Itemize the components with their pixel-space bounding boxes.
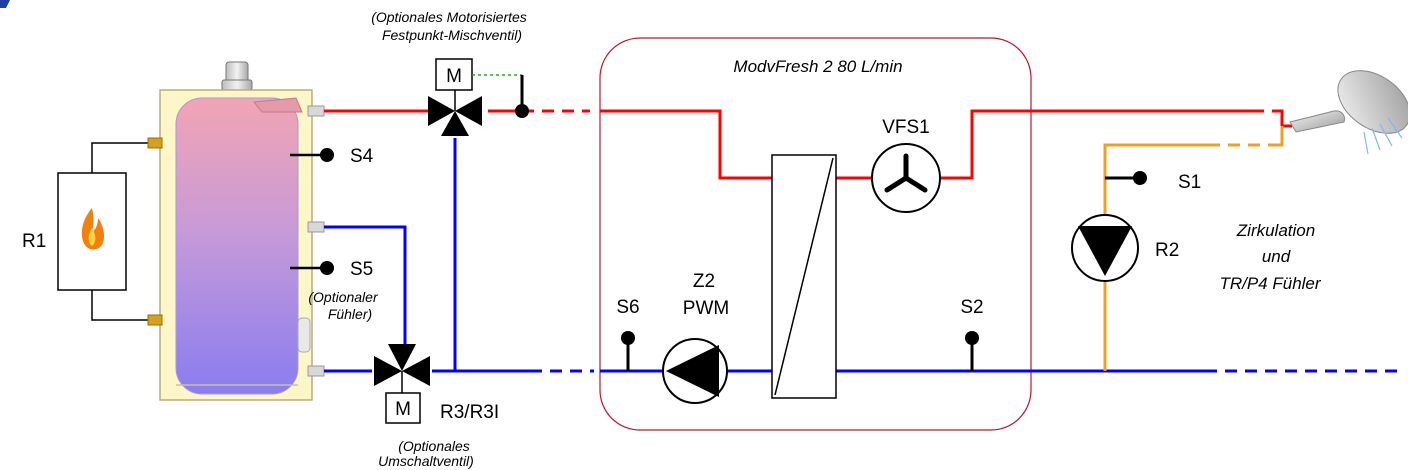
s5-label: S5: [350, 259, 373, 280]
pump-icon: [662, 338, 728, 404]
sensor-s5: [290, 261, 334, 275]
circulation-pipe: [1103, 126, 1284, 371]
mixing-valve-note-2: Festpunkt-Mischventil): [382, 27, 522, 43]
motor-bottom-box: [385, 392, 421, 424]
s2-label: S2: [960, 297, 983, 318]
switch-valve-note-2: Umschaltventil): [378, 453, 474, 469]
motor-top-box: [435, 58, 473, 91]
corner-mark: [0, 0, 10, 8]
motor-top-label: M: [446, 66, 462, 87]
sensor-s4: [290, 148, 334, 162]
mixing-valve-note-1: (Optionales Motorisiertes: [371, 9, 527, 25]
sensor-s2: [965, 331, 979, 371]
r3-label: R3/R3I: [440, 402, 499, 423]
circulation-note-2: und: [1262, 247, 1291, 266]
heat-source: [57, 142, 160, 321]
circulation-note-3: TR/P4 Fühler: [1219, 274, 1321, 293]
cold-return-pipe: [324, 138, 1398, 373]
optional-sensor-note-1: (Optionaler: [308, 289, 379, 305]
mixing-valve-sensor: [515, 75, 529, 118]
optional-sensor-note-2: Fühler): [328, 306, 372, 322]
shower-head-icon: [1289, 70, 1408, 155]
flame-icon: [81, 208, 105, 250]
storage-tank: [147, 61, 325, 401]
heat-source-box: [57, 172, 127, 291]
flow-sensor-icon: [871, 143, 941, 213]
switch-valve-note-1: (Optionales: [398, 438, 470, 454]
s1-label: S1: [1178, 172, 1201, 193]
mixing-valve: M: [428, 58, 482, 136]
z2-label: Z2: [693, 271, 715, 292]
circulation-pump: [1071, 214, 1139, 282]
hot-supply-pipe: [324, 109, 1292, 180]
pwm-label: PWM: [683, 298, 729, 319]
vfs1-label: VFS1: [882, 117, 930, 138]
s6-label: S6: [616, 297, 639, 318]
heat-exchanger-icon: [771, 154, 837, 399]
sensor-s1: [1105, 171, 1147, 185]
s4-label: S4: [350, 146, 374, 167]
motor-bottom-label: M: [395, 399, 411, 420]
switch-valve: M: [374, 344, 430, 424]
r2-label: R2: [1155, 240, 1179, 261]
module-title: ModvFresh 2 80 L/min: [733, 57, 902, 76]
module-frame: [599, 37, 1032, 431]
circulation-note-1: Zirkulation: [1236, 221, 1315, 240]
sensor-s6: [621, 331, 635, 371]
r1-label: R1: [22, 231, 46, 252]
